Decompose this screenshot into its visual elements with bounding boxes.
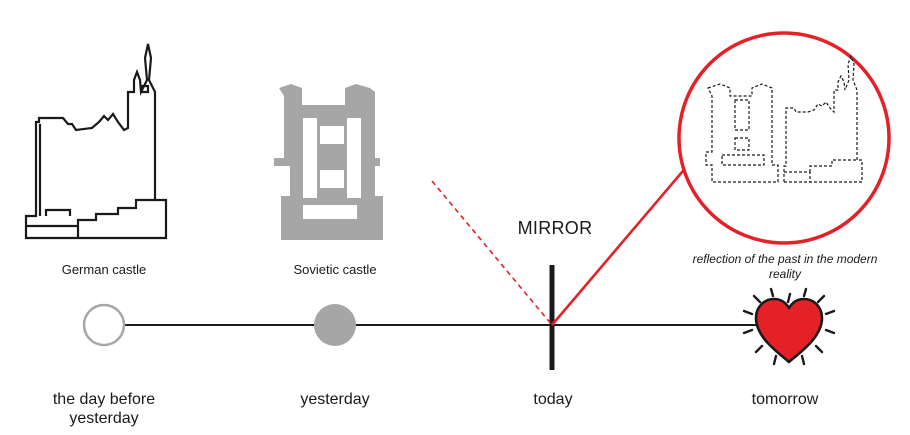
caption-sovietic-castle: Sovietic castle	[293, 262, 377, 277]
label-tomorrow: tomorrow	[751, 391, 819, 408]
german-castle-icon	[24, 43, 168, 240]
heart-icon	[742, 287, 836, 366]
label-yesterday: yesterday	[300, 391, 370, 408]
reflection-circle	[677, 31, 891, 245]
marker-hollow-circle	[82, 303, 126, 347]
incident-ray-dashed	[431, 180, 553, 326]
caption-german-castle: German castle	[61, 262, 147, 277]
marker-filled-circle	[314, 304, 356, 346]
caption-reflection: reflection of the past in the modern rea…	[692, 252, 878, 281]
reflected-ray	[551, 144, 706, 326]
reflected-castles-icon	[705, 54, 863, 183]
mirror-label: MIRROR	[517, 218, 593, 238]
label-day-before-yesterday: the day before yesterday	[52, 391, 156, 427]
soviet-castle-icon	[274, 84, 383, 240]
label-today: today	[533, 391, 573, 408]
